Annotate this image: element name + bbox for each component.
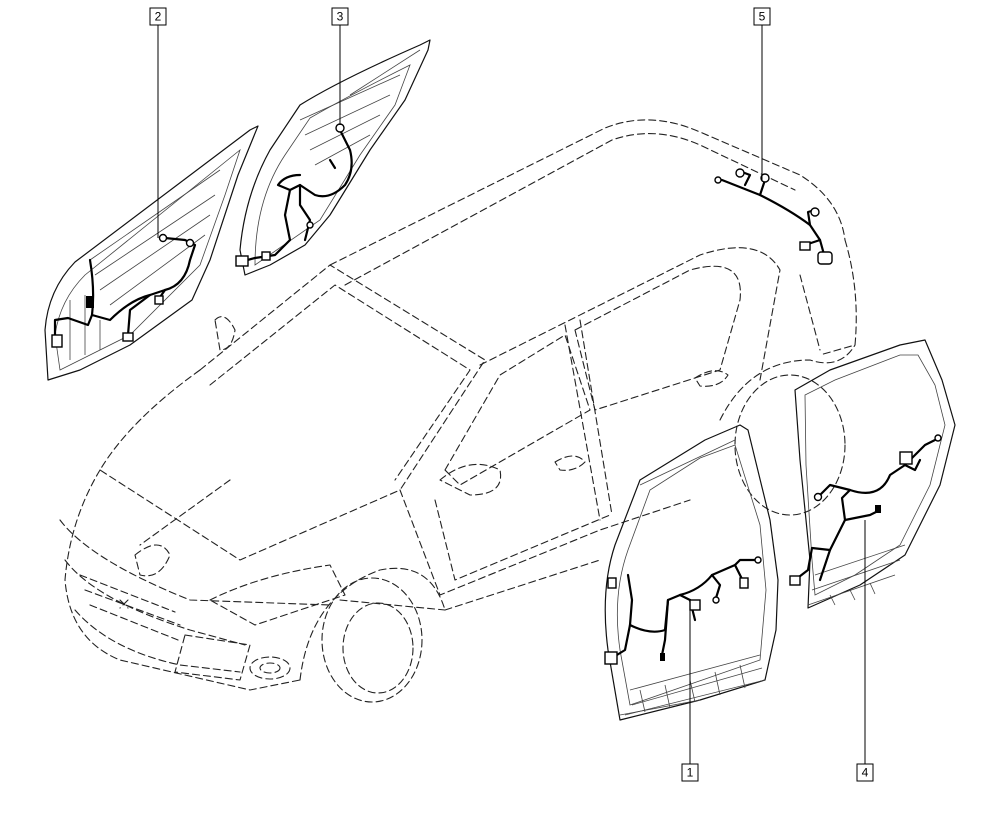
rear-left-door-harness [44, 125, 259, 381]
callout-5-label: 5 [759, 10, 766, 24]
callout-4: 4 [856, 763, 874, 782]
callout-5: 5 [753, 7, 771, 26]
front-left-door-harness [235, 39, 431, 276]
callout-leaders [157, 25, 866, 764]
callout-2-label: 2 [155, 10, 162, 24]
callout-2: 2 [149, 7, 167, 26]
roof-harness [714, 168, 833, 265]
front-right-door-harness [604, 424, 779, 721]
callout-3-label: 3 [337, 10, 344, 24]
callout-1-label: 1 [687, 766, 694, 780]
rear-right-door-harness [789, 339, 956, 609]
vehicle-outline [59, 119, 857, 703]
callout-3: 3 [331, 7, 349, 26]
callout-1: 1 [681, 763, 699, 782]
callout-4-label: 4 [862, 766, 869, 780]
